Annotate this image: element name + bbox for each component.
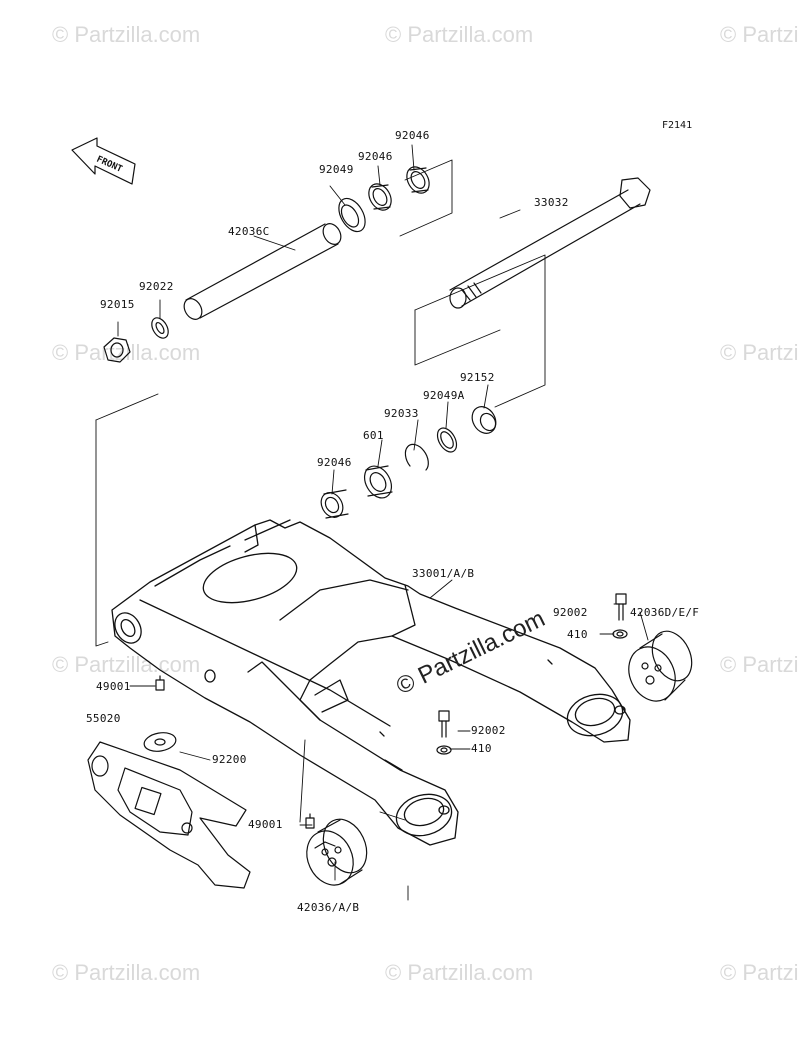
callout-42036C[interactable]: 42036C [228,225,270,238]
sleeve-42036C [183,223,342,320]
callout-33032[interactable]: 33032 [534,196,569,209]
callout-92002-right[interactable]: 92002 [553,606,588,619]
watermark-text: © Partzilla.com [52,22,201,47]
watermark-text: © Partzilla.com [385,960,534,985]
callout-42036AB[interactable]: 42036/A/B [297,901,360,914]
swingarm-33001 [111,519,631,846]
callout-92033[interactable]: 92033 [384,407,419,420]
callout-49001-left[interactable]: 49001 [96,680,131,693]
callout-92200[interactable]: 92200 [212,753,247,766]
watermark-text: © Partzilla.com [720,22,800,47]
seal-92049A [436,427,458,453]
bearing-92046-lower [320,489,349,519]
callout-42036DEF[interactable]: 42036D/E/F [630,606,700,619]
collar-92152 [471,406,497,434]
washer-92022 [151,317,169,339]
watermark-text: © Partzilla.com [385,22,534,47]
nut-92015 [103,337,131,363]
callout-410-right[interactable]: 410 [567,628,588,641]
grease-nipple-49001-left [155,675,165,691]
callout-92049A[interactable]: 92049A [423,389,465,402]
callout-92046-mid[interactable]: 92046 [358,150,393,163]
callout-410-center[interactable]: 410 [471,742,492,755]
bearing-92046-upper [368,166,430,211]
watermark-text: © Partzilla.com [720,340,800,365]
eccentric-42036AB [306,818,368,886]
pivot-shaft-33032 [449,177,651,309]
chain-guard-55020 [87,741,251,889]
bolt-92002-center [438,710,450,738]
watermark-text: © Partzilla.com [720,652,800,677]
callout-92002-center[interactable]: 92002 [471,724,506,737]
eccentric-42036DEF [628,630,693,702]
callout-55020[interactable]: 55020 [86,712,121,725]
ball-bearing-601 [363,465,393,499]
front-arrow-icon: FRONT [71,137,136,185]
bolt-92002-right [615,593,627,621]
watermark-text: © Partzilla.com [52,652,201,677]
figure-code: F2141 [662,120,692,131]
callout-92046-low[interactable]: 92046 [317,456,352,469]
washer-410-center [436,745,452,755]
washer-410-right [612,629,628,639]
washer-92200 [143,732,177,752]
watermark-text: © Partzilla.com [52,340,201,365]
callout-92015[interactable]: 92015 [100,298,135,311]
seal-92049 [338,197,366,233]
leader-lines [95,144,649,901]
callout-92049[interactable]: 92049 [319,163,354,176]
watermark-text: © Partzilla.com [52,960,201,985]
callout-92022[interactable]: 92022 [139,280,174,293]
callout-92152[interactable]: 92152 [460,371,495,384]
callout-49001-bottom[interactable]: 49001 [248,818,283,831]
callout-92046-top[interactable]: 92046 [395,129,430,142]
callout-33001[interactable]: 33001/A/B [412,567,475,580]
watermark-text: © Partzilla.com [720,960,800,985]
circlip-92033 [404,443,429,471]
callout-601[interactable]: 601 [363,429,384,442]
grease-nipple-49001-bottom [305,813,315,829]
